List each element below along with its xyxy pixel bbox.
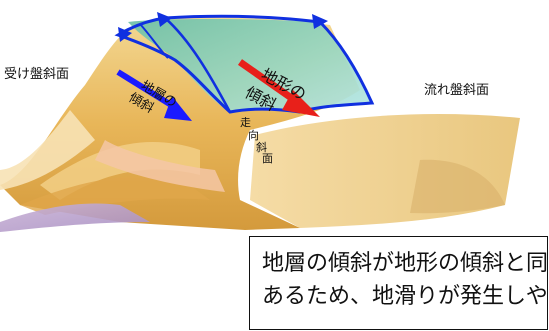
right-plain-shadow [410,159,505,214]
strata-band-3 [0,203,150,232]
crown-arrow-1 [118,27,132,42]
caption-line-2: あるため、地滑りが発生しやすい [262,284,548,309]
strata-band-2 [20,175,210,215]
facing-slope-char-1: 走 [240,116,251,129]
crown-line [139,23,169,59]
terrain-slope-arrow [237,59,320,117]
facing-slope-char-4: 面 [262,152,273,165]
strata-dip-arrow [116,69,192,121]
left-slope-label: 受け盤斜面 [4,67,69,82]
right-slope-label: 流れ盤斜面 [424,83,489,98]
facing-slope-char-2: 向 [248,128,259,142]
facing-slope-char-3: 斜 [256,141,267,154]
slip-surface-line [164,17,232,113]
caption-line-1: 地層の傾斜が地形の傾斜と同一方向で [262,251,548,276]
crown-arrow-3 [312,14,328,29]
caption-box: 地層の傾斜が地形の傾斜と同一方向で あるため、地滑りが発生しやすい [249,236,548,330]
strata-band-pink [95,140,225,192]
crown-arrow-2 [157,12,172,27]
right-plain [250,114,520,228]
left-foothill [0,110,95,190]
landslide-outline [114,14,375,114]
